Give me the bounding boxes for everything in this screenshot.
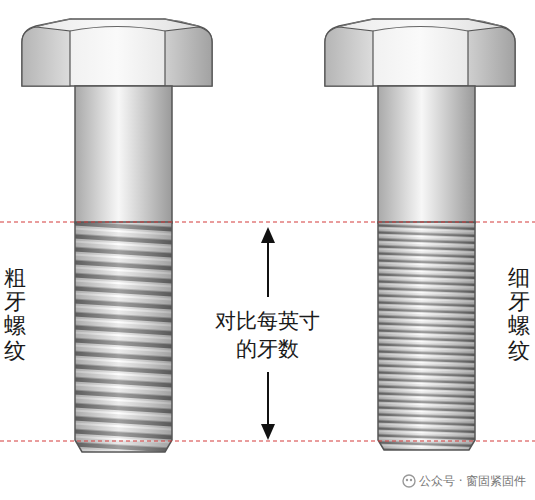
watermark-icon bbox=[403, 475, 415, 487]
reference-line bbox=[0, 440, 535, 441]
watermark: 公众号 · 窗固紧固件 bbox=[419, 473, 526, 490]
fine-bolt bbox=[325, 19, 515, 450]
reference-line bbox=[0, 221, 535, 222]
thread-type-label: 细牙螺纹 bbox=[508, 266, 530, 363]
coarse-bolt bbox=[22, 19, 212, 452]
thread-type-label: 粗牙螺纹 bbox=[4, 266, 26, 363]
comparison-label: 对比每英寸 的牙数 bbox=[214, 305, 321, 366]
